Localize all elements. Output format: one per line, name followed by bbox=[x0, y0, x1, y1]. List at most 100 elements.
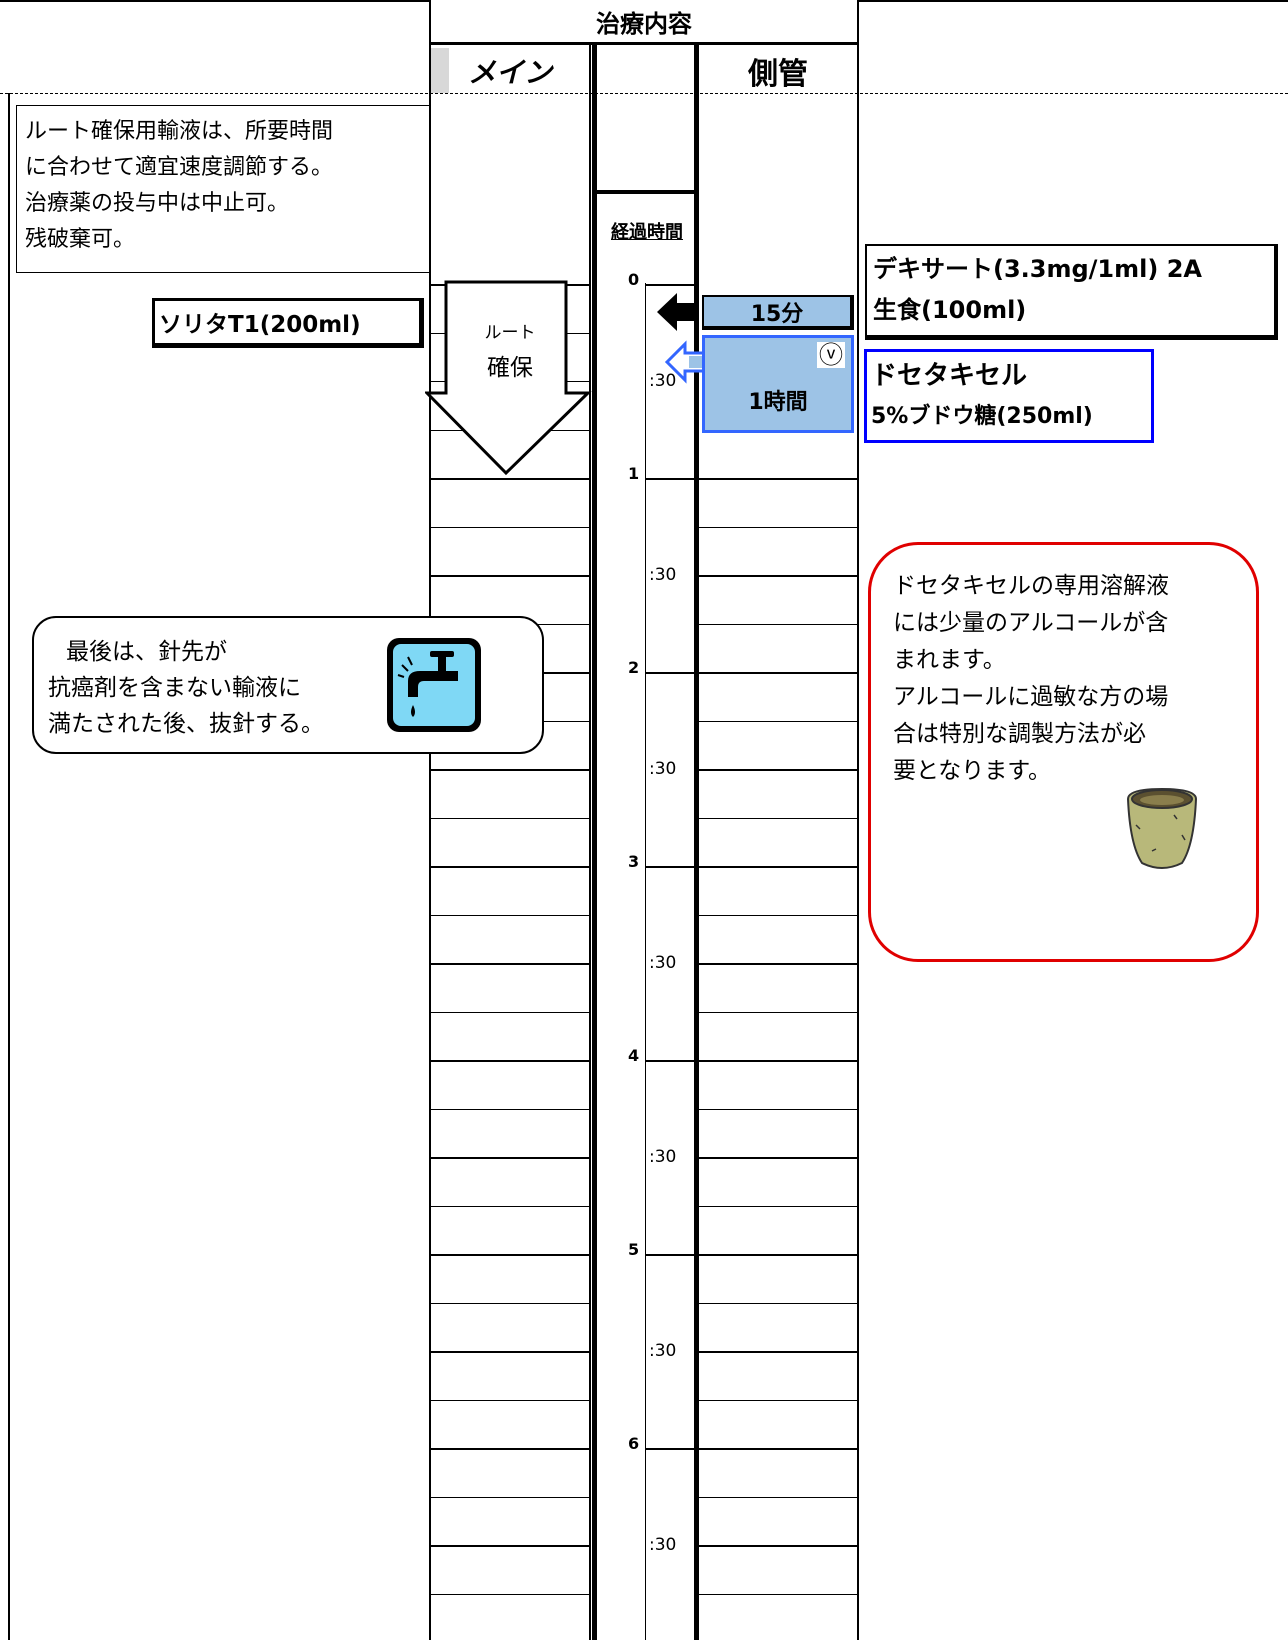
alcohol-note-line: 要となります。 bbox=[893, 758, 1052, 784]
main-col-header: メイン bbox=[431, 48, 589, 93]
half-hour-label: :30 bbox=[649, 371, 677, 391]
grid-line-side bbox=[699, 866, 857, 868]
elapsed-box bbox=[592, 190, 699, 240]
grid-line-main bbox=[431, 915, 589, 916]
hour-label: 3 bbox=[628, 852, 640, 871]
header-title: 治療内容 bbox=[429, 0, 859, 45]
route-arrow-label-2: 確保 bbox=[487, 355, 533, 381]
hour-label: 0 bbox=[628, 270, 640, 289]
grid-line-side bbox=[699, 624, 857, 625]
grid-line-main bbox=[431, 963, 589, 965]
hour-tick bbox=[645, 1448, 697, 1450]
grid-line-side bbox=[699, 769, 857, 771]
hour-label: 5 bbox=[628, 1240, 640, 1259]
hour-tick bbox=[645, 1254, 697, 1256]
docetaxel-line-2: 5%ブドウ糖(250ml) bbox=[871, 404, 1093, 429]
grid-line-side bbox=[699, 1545, 857, 1547]
grid-line-main bbox=[431, 1157, 589, 1159]
half-hour-label: :30 bbox=[649, 1147, 677, 1167]
grid-line-main bbox=[431, 1012, 589, 1013]
v-badge-icon: ⓥ bbox=[817, 341, 845, 369]
half-hour-label: :30 bbox=[649, 1341, 677, 1361]
hour-tick bbox=[645, 866, 697, 868]
hour-tick bbox=[645, 1060, 697, 1062]
dexart-box: デキサート(3.3mg/1ml) 2A 生食(100ml) bbox=[865, 244, 1278, 340]
docetaxel-line-1: ドセタキセル bbox=[871, 361, 1028, 391]
grid-line-main bbox=[431, 1594, 589, 1595]
dexart-duration-bar: 15分 bbox=[702, 295, 854, 330]
timeline-left-border bbox=[592, 45, 597, 1640]
main-col-left-border bbox=[429, 0, 431, 1640]
hour-tick bbox=[645, 672, 697, 674]
elapsed-label: 経過時間 bbox=[611, 222, 683, 243]
alcohol-note-line: 合は特別な調製方法が必 bbox=[893, 721, 1146, 747]
docetaxel-duration: 1時間 bbox=[748, 390, 808, 415]
grid-line-main bbox=[431, 1303, 589, 1304]
grid-line-side bbox=[699, 1448, 857, 1450]
left-border bbox=[8, 93, 10, 1640]
docetaxel-duration-bar: ⓥ 1時間 bbox=[702, 335, 854, 433]
grid-line-main bbox=[431, 866, 589, 868]
dashed-divider bbox=[0, 93, 1288, 94]
grid-line-side bbox=[699, 672, 857, 674]
timeline-inner-line bbox=[645, 283, 646, 1640]
hour-label: 4 bbox=[628, 1046, 640, 1065]
grid-line-main bbox=[431, 818, 589, 819]
main-col-right-border bbox=[589, 0, 591, 1640]
grid-line-main bbox=[431, 527, 589, 528]
grid-line-side bbox=[699, 721, 857, 722]
hour-tick bbox=[645, 284, 697, 286]
grid-line-main bbox=[431, 1400, 589, 1401]
grid-line-main bbox=[431, 1060, 589, 1062]
docetaxel-box: ドセタキセル 5%ブドウ糖(250ml) bbox=[864, 349, 1154, 443]
grid-line-side bbox=[699, 1351, 857, 1353]
side-col-header: 側管 bbox=[699, 48, 857, 93]
grid-line-side bbox=[699, 527, 857, 528]
half-hour-label: :30 bbox=[649, 953, 677, 973]
grid-line-main bbox=[431, 1448, 589, 1450]
dexart-line-1: デキサート(3.3mg/1ml) 2A bbox=[873, 255, 1202, 283]
half-hour-label: :30 bbox=[649, 759, 677, 779]
grid-line-main bbox=[431, 1254, 589, 1256]
route-note-line: ルート確保用輸液は、所要時間 bbox=[25, 119, 334, 144]
route-note-line: 残破棄可。 bbox=[25, 227, 136, 252]
route-note-line: 治療薬の投与中は中止可。 bbox=[25, 191, 290, 216]
grid-line-side bbox=[699, 1303, 857, 1304]
alcohol-note-line: ドセタキセルの専用溶解液 bbox=[893, 573, 1169, 599]
grid-line-main bbox=[431, 1351, 589, 1353]
hour-tick bbox=[645, 478, 697, 480]
grid-line-side bbox=[699, 1594, 857, 1595]
grid-line-side bbox=[699, 1254, 857, 1256]
end-note-line: 満たされた後、抜針する。 bbox=[48, 711, 324, 737]
grid-line-main bbox=[431, 1545, 589, 1547]
alcohol-note-line: まれます。 bbox=[893, 647, 1006, 673]
end-note-line: 最後は、針先が bbox=[66, 639, 227, 665]
route-arrow bbox=[425, 280, 592, 476]
route-note: ルート確保用輸液は、所要時間 に合わせて適宜速度調節する。 治療薬の投与中は中止… bbox=[16, 105, 430, 273]
grid-line-side bbox=[699, 1206, 857, 1207]
end-note-line: 抗癌剤を含まない輸液に bbox=[48, 675, 301, 701]
route-arrow-label-1: ルート bbox=[484, 323, 536, 343]
route-note-line: に合わせて適宜速度調節する。 bbox=[25, 155, 334, 180]
grid-line-side bbox=[699, 1012, 857, 1013]
hour-label: 6 bbox=[628, 1434, 640, 1453]
grid-line-side bbox=[699, 1400, 857, 1401]
hour-label: 2 bbox=[628, 658, 640, 677]
grid-line-side bbox=[699, 1497, 857, 1498]
half-hour-label: :30 bbox=[649, 565, 677, 585]
grid-line-side bbox=[699, 963, 857, 965]
grid-line-main bbox=[431, 478, 589, 480]
grid-line-main bbox=[431, 769, 589, 771]
faucet-icon bbox=[387, 638, 481, 732]
grid-line-side bbox=[699, 478, 857, 480]
grid-line-main bbox=[431, 1206, 589, 1207]
side-col-right-border bbox=[857, 0, 859, 1640]
grid-line-side bbox=[699, 818, 857, 819]
main-drug-box: ソリタT1(200ml) bbox=[152, 298, 424, 348]
sake-cup-icon bbox=[1126, 787, 1198, 869]
grid-line-main bbox=[431, 1109, 589, 1110]
arrow-left-black-icon bbox=[657, 293, 699, 331]
dexart-line-2: 生食(100ml) bbox=[873, 296, 1027, 324]
grid-line-side bbox=[699, 1109, 857, 1110]
half-hour-label: :30 bbox=[649, 1535, 677, 1555]
